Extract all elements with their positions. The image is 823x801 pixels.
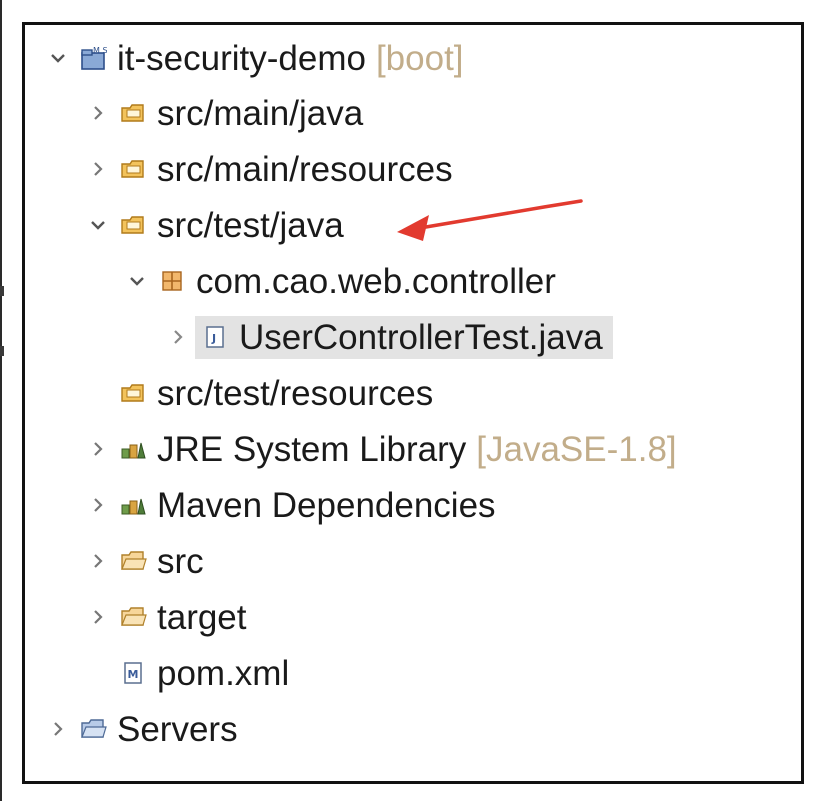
tree-item-label: UserControllerTest.java <box>239 317 603 357</box>
tree-item-label: src/main/java <box>157 93 364 133</box>
selection-highlight: J UserControllerTest.java <box>195 315 613 359</box>
chevron-down-icon[interactable] <box>47 43 69 73</box>
folder-icon <box>119 547 147 575</box>
left-edge-line <box>0 0 2 801</box>
tree-item-label: JRE System Library <box>157 429 467 469</box>
source-folder-icon <box>119 211 147 239</box>
chevron-right-icon[interactable] <box>87 490 109 520</box>
tree-item-decoration: [JavaSE-1.8] <box>476 429 677 469</box>
tree-item-label: src/main/resources <box>157 149 453 189</box>
svg-text:M: M <box>128 668 139 681</box>
tree-item-target-folder[interactable]: target <box>87 592 247 642</box>
tree-item-label: Maven Dependencies <box>157 485 496 525</box>
tree-item-label: src <box>157 541 204 581</box>
tree-item-project[interactable]: M S it-security-demo [boot] <box>47 33 464 83</box>
svg-text:M S: M S <box>93 46 107 55</box>
tree-item-pom[interactable]: M pom.xml <box>87 648 289 698</box>
tree-item-label: pom.xml <box>157 653 290 693</box>
tree-item-src-test-java[interactable]: src/test/java <box>87 200 344 250</box>
maven-pom-icon: M <box>119 659 147 687</box>
chevron-right-icon[interactable] <box>87 434 109 464</box>
tree-item-src-main-java[interactable]: src/main/java <box>87 88 363 138</box>
chevron-right-icon[interactable] <box>47 714 69 744</box>
tree-item-label: Servers <box>117 709 238 749</box>
chevron-down-icon[interactable] <box>126 266 148 296</box>
tree-item-label: src/test/resources <box>157 373 434 413</box>
tree-item-label: com.cao.web.controller <box>196 261 556 301</box>
tree-item-src-main-resources[interactable]: src/main/resources <box>87 144 453 194</box>
tree-item-src-test-resources[interactable]: src/test/resources <box>87 368 433 418</box>
chevron-right-icon[interactable] <box>87 98 109 128</box>
package-explorer-panel: M S it-security-demo [boot] src/main/jav… <box>22 22 804 784</box>
left-edge-tick <box>0 346 4 356</box>
source-folder-icon <box>119 155 147 183</box>
tree-item-label: src/test/java <box>157 205 344 245</box>
chevron-right-icon[interactable] <box>87 546 109 576</box>
left-edge-tick <box>0 286 4 296</box>
tree-item-label: it-security-demo <box>117 38 366 78</box>
chevron-right-icon[interactable] <box>167 322 189 352</box>
tree-item-servers[interactable]: Servers <box>47 704 238 754</box>
tree-item-jre-library[interactable]: JRE System Library [JavaSE-1.8] <box>87 424 677 474</box>
source-folder-icon <box>119 379 147 407</box>
tree-item-maven-dependencies[interactable]: Maven Dependencies <box>87 480 496 530</box>
red-arrow-icon <box>397 199 583 241</box>
source-folder-icon <box>119 99 147 127</box>
library-icon <box>119 435 147 463</box>
java-file-icon: J <box>201 323 229 351</box>
tree-item-java-file[interactable]: J UserControllerTest.java <box>167 312 613 362</box>
chevron-right-icon[interactable] <box>87 154 109 184</box>
project-tree: M S it-security-demo [boot] src/main/jav… <box>25 25 801 781</box>
tree-item-decoration: [boot] <box>375 38 464 78</box>
spring-boot-project-icon: M S <box>79 44 107 72</box>
folder-icon <box>119 603 147 631</box>
package-icon <box>158 267 186 295</box>
chevron-right-icon[interactable] <box>87 602 109 632</box>
tree-item-label: target <box>157 597 247 637</box>
chevron-down-icon[interactable] <box>87 210 109 240</box>
svg-text:J: J <box>211 332 216 345</box>
library-icon <box>119 491 147 519</box>
tree-item-src-folder[interactable]: src <box>87 536 204 586</box>
folder-icon <box>79 715 107 743</box>
tree-item-package[interactable]: com.cao.web.controller <box>126 256 556 306</box>
